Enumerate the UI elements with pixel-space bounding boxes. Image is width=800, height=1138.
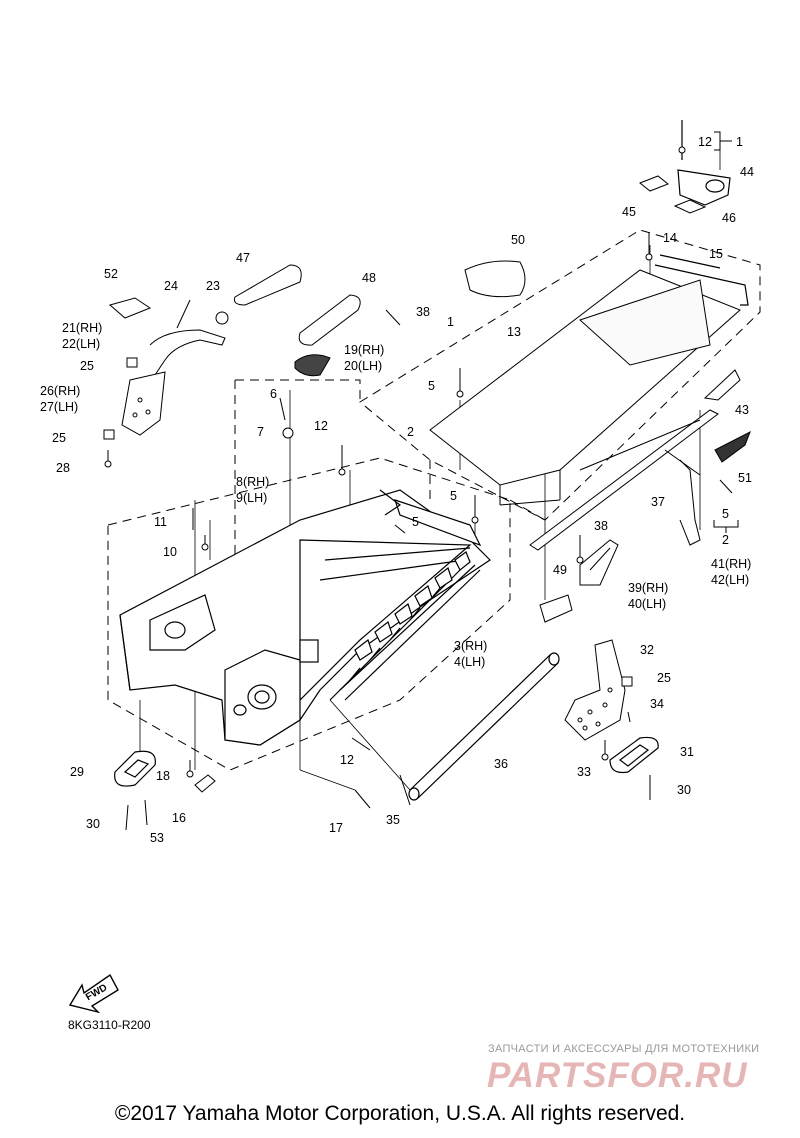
callout-30-left: 30: [86, 817, 100, 831]
callout-43: 43: [735, 403, 749, 417]
part-44-housing: [677, 120, 731, 206]
pad-47: [234, 264, 302, 306]
callout-12-lower: 12: [340, 753, 354, 767]
bar-36: [408, 652, 560, 801]
callout-10: 10: [163, 545, 177, 559]
callout-15: 15: [709, 247, 723, 261]
callout-37: 37: [651, 495, 665, 509]
callout-14: 14: [663, 231, 677, 245]
callout-49: 49: [553, 563, 567, 577]
part-39-40: [579, 539, 619, 586]
callout-2-right: 2: [722, 533, 729, 547]
callout-labels: 12 1 44 45 46 50 14 15 47 48 52 24 23 21…: [40, 135, 754, 845]
part-19-boot: [294, 354, 331, 377]
callout-45: 45: [622, 205, 636, 219]
callout-21rh: 21(RH): [62, 321, 102, 335]
callout-41rh: 41(RH): [711, 557, 751, 571]
callout-33: 33: [577, 765, 591, 779]
callout-20lh: 20(LH): [344, 359, 382, 373]
callout-42lh: 42(LH): [711, 573, 749, 587]
callout-16: 16: [172, 811, 186, 825]
tunnel-deck: [429, 260, 741, 506]
callout-7: 7: [257, 425, 264, 439]
callout-48: 48: [362, 271, 376, 285]
callout-46: 46: [722, 211, 736, 225]
callout-36: 36: [494, 757, 508, 771]
tunnel-lattice: [354, 551, 471, 661]
callout-5-deck: 5: [428, 379, 435, 393]
callout-12-top: 12: [698, 135, 712, 149]
callout-53: 53: [150, 831, 164, 845]
callout-24: 24: [164, 279, 178, 293]
callout-5-frame: 5: [412, 515, 419, 529]
callout-51: 51: [738, 471, 752, 485]
callout-31: 31: [680, 745, 694, 759]
decal-45: [639, 175, 669, 192]
callout-25-lower: 25: [657, 671, 671, 685]
callout-32: 32: [640, 643, 654, 657]
callout-5-grouped: 5: [722, 507, 729, 521]
callout-1-top: 1: [736, 135, 743, 149]
figure-code: 8KG3110-R200: [68, 1018, 151, 1032]
callout-23: 23: [206, 279, 220, 293]
bracket-16: [194, 774, 216, 793]
callout-13: 13: [507, 325, 521, 339]
callout-3rh: 3(RH): [454, 639, 487, 653]
callout-44: 44: [740, 165, 754, 179]
callout-5-mid: 5: [450, 489, 457, 503]
callout-18: 18: [156, 769, 170, 783]
pad-48: [298, 294, 361, 346]
footrest-31: [609, 736, 659, 774]
callout-29: 29: [70, 765, 84, 779]
rods-and-stays: [529, 369, 751, 551]
callout-1: 1: [447, 315, 454, 329]
callout-6: 6: [270, 387, 277, 401]
callout-4lh: 4(LH): [454, 655, 485, 669]
callout-17: 17: [329, 821, 343, 835]
chassis-frame: [119, 489, 491, 746]
callout-27lh: 27(LH): [40, 400, 78, 414]
callout-2-mid: 2: [407, 425, 414, 439]
fasteners: [104, 120, 733, 831]
callout-26rh: 26(RH): [40, 384, 80, 398]
foot-plate-32: [564, 639, 633, 741]
fwd-arrow-icon: FWD: [68, 973, 119, 1014]
callout-35: 35: [386, 813, 400, 827]
callout-19rh: 19(RH): [344, 343, 384, 357]
footrest-29: [114, 750, 156, 787]
callout-25-upper: 25: [80, 359, 94, 373]
callout-39rh: 39(RH): [628, 581, 668, 595]
rear-rail: [654, 254, 749, 306]
callout-28: 28: [56, 461, 70, 475]
callout-8rh: 8(RH): [236, 475, 269, 489]
callout-22lh: 22(LH): [62, 337, 100, 351]
watermark-logo: PARTSFOR.RU: [487, 1056, 748, 1095]
callout-9lh: 9(LH): [236, 491, 267, 505]
callout-47: 47: [236, 251, 250, 265]
callout-34: 34: [650, 697, 664, 711]
callout-11: 11: [154, 515, 167, 529]
watermark-caption: ЗАПЧАСТИ И АКСЕССУАРЫ ДЛЯ МОТОТЕХНИКИ: [488, 1043, 760, 1055]
group-brackets: [713, 131, 739, 533]
callout-50: 50: [511, 233, 525, 247]
part-49: [539, 594, 573, 623]
callout-52: 52: [104, 267, 118, 281]
copyright-notice: ©2017 Yamaha Motor Corporation, U.S.A. A…: [114, 1102, 686, 1125]
callout-38-mid: 38: [594, 519, 608, 533]
callout-38-top: 38: [416, 305, 430, 319]
decal-46: [673, 199, 707, 214]
callout-25-mid: 25: [52, 431, 66, 445]
callout-30-right: 30: [677, 783, 691, 797]
callout-12-mid: 12: [314, 419, 328, 433]
left-brackets: [103, 297, 229, 440]
callout-40lh: 40(LH): [628, 597, 666, 611]
